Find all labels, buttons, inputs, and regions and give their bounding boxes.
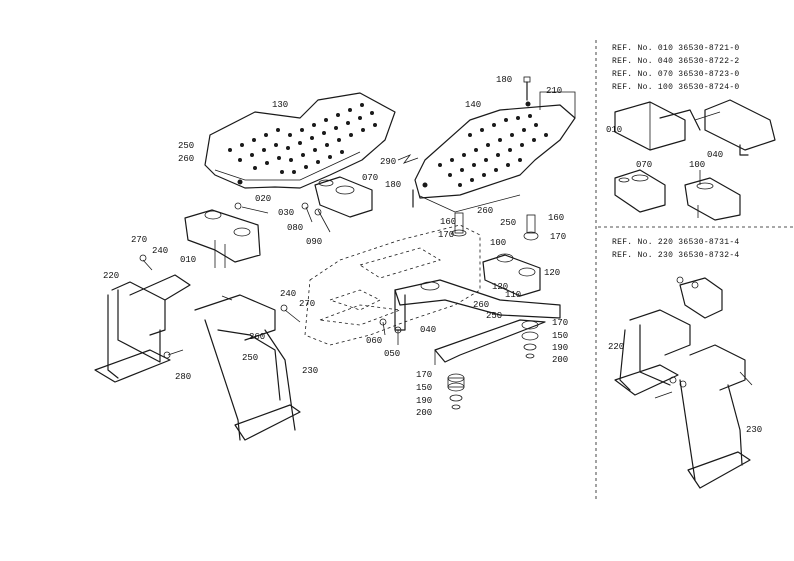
callout-170: 170 xyxy=(552,318,569,328)
callout-240: 240 xyxy=(152,246,169,256)
callout-250: 250 xyxy=(500,218,517,228)
dowel-160-washer-170 xyxy=(451,212,539,241)
reference-line: REF. No. 010 36530-8721-0 xyxy=(612,44,740,53)
callout-170: 170 xyxy=(438,230,455,240)
callout-260: 260 xyxy=(249,332,266,342)
callout-110: 110 xyxy=(505,290,522,300)
floor-plate-140 xyxy=(414,91,576,213)
callout-140: 140 xyxy=(465,100,482,110)
callout-280: 280 xyxy=(175,372,192,382)
callout-170: 170 xyxy=(550,232,567,242)
bolts-240-270-280 xyxy=(139,254,301,359)
callout-ref-230: 230 xyxy=(746,425,763,435)
callout-180: 180 xyxy=(385,180,402,190)
callout-240: 240 xyxy=(280,289,297,299)
callout-270: 270 xyxy=(299,299,316,309)
callout-160: 160 xyxy=(548,213,565,223)
callout-160: 160 xyxy=(440,217,457,227)
callout-260: 260 xyxy=(477,206,494,216)
callout-030: 030 xyxy=(278,208,295,218)
callout-200: 200 xyxy=(416,408,433,418)
ref-part-100 xyxy=(684,170,741,221)
ref-part-040 xyxy=(694,99,776,156)
floor-plate-130 xyxy=(204,92,396,189)
leader-290 xyxy=(397,154,419,164)
bracket-010 xyxy=(184,209,261,268)
callout-ref-040: 040 xyxy=(707,150,724,160)
step-220 xyxy=(94,274,191,383)
callout-250: 250 xyxy=(178,141,195,151)
callout-260: 260 xyxy=(473,300,490,310)
callout-180: 180 xyxy=(496,75,513,85)
mount-stack-right xyxy=(521,320,539,359)
callout-230: 230 xyxy=(302,366,319,376)
callout-130: 130 xyxy=(272,100,289,110)
frame-040 xyxy=(394,279,561,331)
bolt-180-top xyxy=(523,76,531,101)
ref-part-230 xyxy=(654,344,753,489)
bracket-070 xyxy=(314,176,373,218)
bolts-050-060 xyxy=(379,318,402,345)
ref-part-010 xyxy=(614,101,701,151)
callout-210: 210 xyxy=(546,86,563,96)
mount-stack-lower xyxy=(447,373,465,410)
reference-line: REF. No. 100 36530-8724-0 xyxy=(612,83,740,92)
callout-220: 220 xyxy=(103,271,120,281)
reference-line: REF. No. 230 36530-8732-4 xyxy=(612,251,740,260)
bracket-100 xyxy=(482,253,541,297)
callout-060: 060 xyxy=(366,336,383,346)
callout-080: 080 xyxy=(287,223,304,233)
callout-050: 050 xyxy=(384,349,401,359)
callout-ref-010: 010 xyxy=(606,125,623,135)
bolts-030-080-090 xyxy=(234,202,331,233)
reference-line: REF. No. 070 36530-8723-0 xyxy=(612,70,740,79)
callout-100: 100 xyxy=(490,238,507,248)
callout-120: 120 xyxy=(544,268,561,278)
callout-200: 200 xyxy=(552,355,569,365)
callout-ref-100: 100 xyxy=(689,160,706,170)
callout-150: 150 xyxy=(552,331,569,341)
callout-270: 270 xyxy=(131,235,148,245)
callout-190: 190 xyxy=(416,396,433,406)
engine-outline xyxy=(304,224,481,346)
callout-290: 290 xyxy=(380,157,397,167)
callout-120: 120 xyxy=(492,282,509,292)
callout-250: 250 xyxy=(242,353,259,363)
callout-260: 260 xyxy=(178,154,195,164)
step-230 xyxy=(194,294,301,441)
callout-170: 170 xyxy=(416,370,433,380)
reference-line: REF. No. 040 36530-8722-2 xyxy=(612,57,740,66)
callout-250: 250 xyxy=(486,311,503,321)
reference-line: REF. No. 220 36530-8731-4 xyxy=(612,238,740,247)
callout-150: 150 xyxy=(416,383,433,393)
callout-070: 070 xyxy=(362,173,379,183)
callout-020: 020 xyxy=(255,194,272,204)
callout-010: 010 xyxy=(180,255,197,265)
frame-bar-c xyxy=(434,319,546,365)
ref-part-220 xyxy=(614,276,723,396)
callout-090: 090 xyxy=(306,237,323,247)
callout-040: 040 xyxy=(420,325,437,335)
callout-ref-070: 070 xyxy=(636,160,653,170)
callout-ref-220: 220 xyxy=(608,342,625,352)
ref-part-070 xyxy=(614,169,666,213)
callout-190: 190 xyxy=(552,343,569,353)
